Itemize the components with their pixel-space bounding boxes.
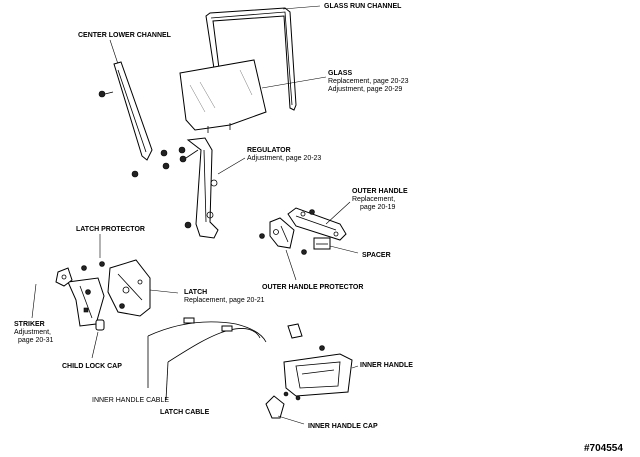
glass-run-channel-label: GLASS RUN CHANNEL <box>324 3 402 10</box>
latch-bolt-icon-2 <box>119 303 125 309</box>
inner-handle-screw-icon-1 <box>283 391 289 397</box>
outer-handle <box>287 207 347 241</box>
spacer-label: SPACER <box>362 252 391 259</box>
latch-replacement: Replacement, page 20-21 <box>184 297 265 304</box>
glass-adjustment: Adjustment, page 20-29 <box>328 86 402 93</box>
latch-protector-label: LATCH PROTECTOR <box>76 226 145 233</box>
spacer <box>313 237 331 250</box>
striker-page: page 20-31 <box>18 337 54 344</box>
spacer-bolt-icon <box>301 249 307 255</box>
glass-label: GLASS <box>328 70 352 77</box>
outer-handle-page: page 20-19 <box>360 204 396 211</box>
latch-protector-bolt-icon <box>99 261 105 267</box>
striker-label: STRIKER <box>14 321 45 328</box>
latch <box>107 259 151 317</box>
outer-handle-protector <box>269 217 295 249</box>
striker-bolt-icon <box>81 265 87 271</box>
regulator-bolt-icon-4 <box>131 170 139 178</box>
regulator-bolt-icon-3 <box>179 155 187 163</box>
inner-handle-cap-label: INNER HANDLE CAP <box>308 423 378 430</box>
protector-bolt-icon <box>259 233 265 239</box>
regulator-bolt-icon-1 <box>178 146 186 154</box>
striker-adjustment: Adjustment, <box>14 329 51 336</box>
outer-handle-replacement: Replacement, <box>352 196 395 203</box>
channel-bolt-icon <box>98 90 114 98</box>
latch-protector <box>67 277 105 327</box>
regulator-adjustment: Adjustment, page 20-23 <box>247 155 321 162</box>
regulator <box>185 137 219 239</box>
latch-bolt-icon-1 <box>85 289 91 295</box>
center-lower-channel-label: CENTER LOWER CHANNEL <box>78 32 172 39</box>
inner-handle <box>283 353 353 397</box>
latch-cable-label: LATCH CABLE <box>160 409 210 416</box>
inner-handle-screw-icon-2 <box>295 395 301 401</box>
channel-lower-bolt-icon <box>160 149 168 157</box>
outer-handle-label: OUTER HANDLE <box>352 188 408 195</box>
glass-panel <box>179 59 267 133</box>
latch-label: LATCH <box>184 289 207 296</box>
small-clip-icon <box>83 307 89 313</box>
inner-handle-bolt-icon <box>319 345 325 351</box>
child-lock-cap <box>95 319 105 331</box>
inner-handle-label: INNER HANDLE <box>360 362 413 369</box>
inner-handle-cap <box>265 395 285 419</box>
figure-number: #704554 <box>584 443 623 454</box>
striker <box>55 267 73 287</box>
outer-handle-bolt-icon <box>309 209 315 215</box>
inner-handle-cable <box>147 317 267 388</box>
glass-replacement: Replacement, page 20-23 <box>328 78 409 85</box>
inner-handle-cable-label: INNER HANDLE CABLE <box>92 397 169 404</box>
regulator-bolt-icon-5 <box>184 221 192 229</box>
child-lock-cap-label: CHILD LOCK CAP <box>62 363 122 370</box>
outer-handle-protector-label: OUTER HANDLE PROTECTOR <box>262 284 363 291</box>
inner-handle-bracket <box>287 323 303 339</box>
center-lower-channel <box>113 61 153 161</box>
regulator-label: REGULATOR <box>247 147 291 154</box>
latch-cable <box>165 325 261 401</box>
regulator-bolt-icon-2 <box>162 162 170 170</box>
